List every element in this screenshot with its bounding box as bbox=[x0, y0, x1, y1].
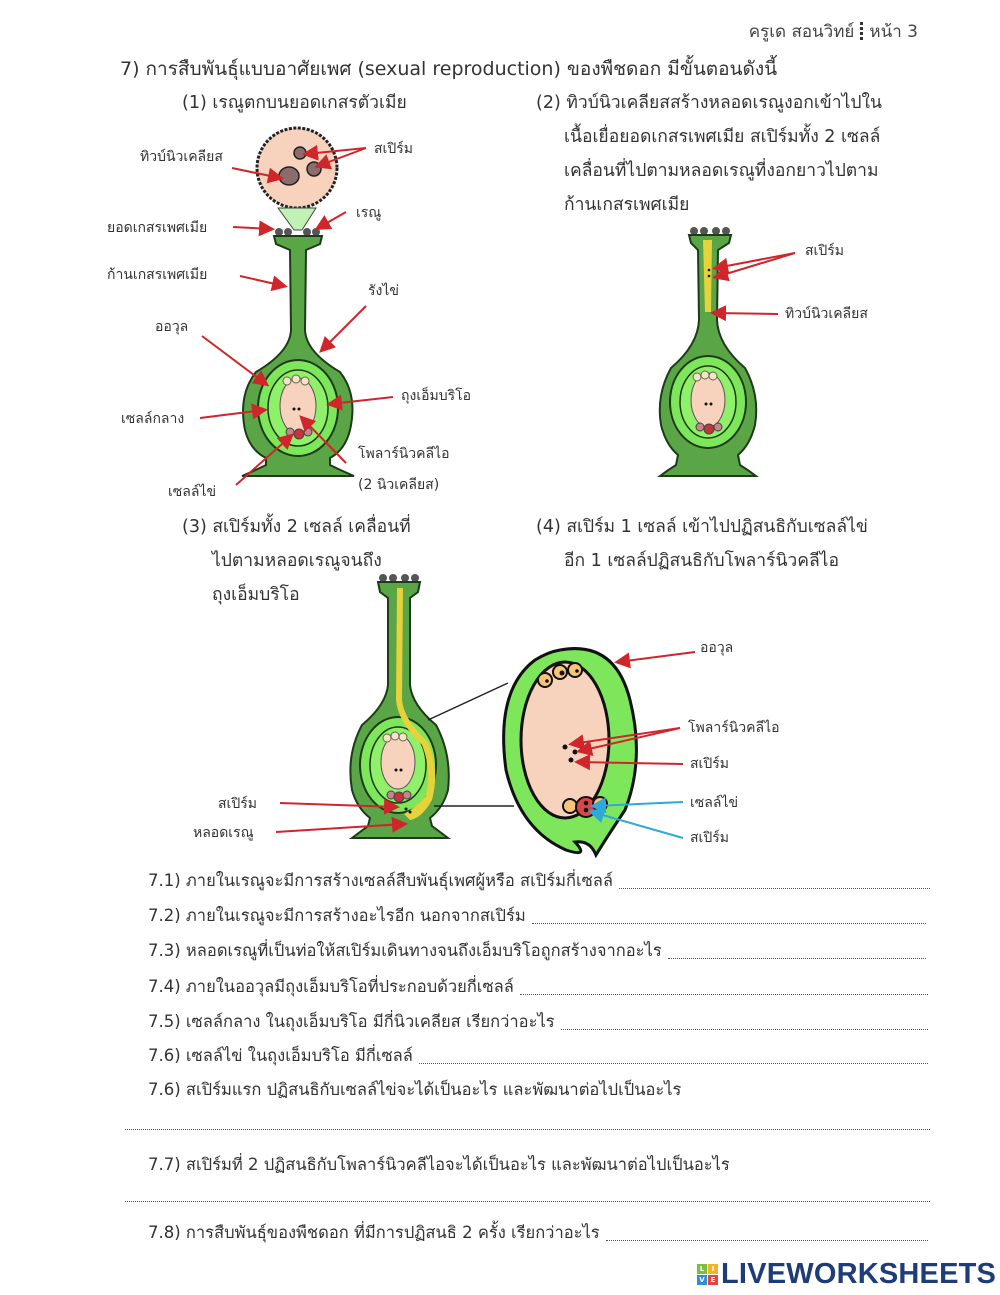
answer-field-7-8[interactable] bbox=[605, 1239, 928, 1241]
question-text: 7.1) ภายในเรณูจะมีการสร้างเซลล์สืบพันธุ์… bbox=[148, 871, 614, 890]
step-1-caption: (1) เรณูตกบนยอดเกสรตัวเมีย bbox=[182, 86, 407, 120]
section-title: 7) การสืบพันธุ์แบบอาศัยเพศ (sexual repro… bbox=[120, 58, 778, 80]
step-2-line: เคลื่อนที่ไปตามหลอดเรณูที่งอกยาวไปตาม bbox=[564, 161, 879, 181]
diagram-3-arrows bbox=[275, 798, 408, 833]
step-3-caption: (3) สเปิร์มทั้ง 2 เซลล์ เคลื่อนที่ ไปตาม… bbox=[182, 510, 411, 612]
label-tube-nucleus: ทิวบ์นิวเคลียส bbox=[140, 149, 223, 165]
diagram-4-blue-arrows bbox=[588, 797, 684, 839]
question-text: 7.6) สเปิร์มแรก ปฏิสนธิกับเซลล์ไข่จะได้เ… bbox=[148, 1080, 682, 1099]
step-4-line: (4) สเปิร์ม 1 เซลล์ เข้าไปปฏิสนธิกับเซลล… bbox=[536, 517, 868, 537]
label-embryo-sac: ถุงเอ็มบริโอ bbox=[401, 388, 472, 404]
header-divider bbox=[860, 22, 864, 40]
question-text: 7.4) ภายในออวุลมีถุงเอ็มบริโอที่ประกอบด้… bbox=[148, 977, 514, 996]
label-stigma: ยอดเกสรเพศเมีย bbox=[107, 220, 208, 236]
diagram-2-pistil bbox=[656, 227, 760, 477]
question-7-5: 7.5) เซลล์กลาง ในถุงเอ็มบริโอ มีกี่นิวเค… bbox=[148, 1009, 928, 1035]
label-polar-nuclei: โพลาร์นิวคลีไอ bbox=[358, 446, 450, 462]
logo-letter: L bbox=[697, 1264, 707, 1274]
step-3-line: ไปตามหลอดเรณูจนถึง bbox=[212, 551, 382, 571]
diagram-2-arrows bbox=[710, 252, 796, 322]
label-sperm: สเปิร์ม bbox=[805, 243, 844, 259]
question-7-3: 7.3) หลอดเรณูที่เป็นท่อให้สเปิร์มเดินทาง… bbox=[148, 938, 926, 964]
answer-field-7-1[interactable] bbox=[619, 887, 930, 889]
diagram-1-arrows bbox=[199, 144, 394, 486]
label-ovule: ออวุล bbox=[700, 640, 734, 656]
question-7-6a: 7.6) เซลล์ไข่ ในถุงเอ็มบริโอ มีกี่เซลล์ bbox=[148, 1043, 928, 1069]
label-sperm-2: สเปิร์ม bbox=[690, 830, 729, 846]
question-text: 7.2) ภายในเรณูจะมีการสร้างอะไรอีก นอกจาก… bbox=[148, 906, 526, 925]
answer-field-7-5[interactable] bbox=[560, 1028, 928, 1030]
label-egg-cell: เซลล์ไข่ bbox=[168, 484, 217, 500]
answer-field-7-6b[interactable] bbox=[125, 1128, 930, 1130]
answer-field-7-7[interactable] bbox=[125, 1200, 930, 1202]
question-text: 7.7) สเปิร์มที่ 2 ปฏิสนธิกับโพลาร์นิวคลี… bbox=[148, 1155, 730, 1174]
step-3-line: ถุงเอ็มบริโอ bbox=[212, 585, 300, 605]
label-ovary: รังไข่ bbox=[368, 283, 399, 299]
question-7-2: 7.2) ภายในเรณูจะมีการสร้างอะไรอีก นอกจาก… bbox=[148, 903, 926, 929]
page-number: หน้า 3 bbox=[869, 22, 918, 42]
answer-field-7-4[interactable] bbox=[519, 993, 928, 995]
label-central-cell: เซลล์กลาง bbox=[121, 411, 185, 427]
label-sperm: สเปิร์ม bbox=[218, 796, 257, 812]
logo-text: LIVEWORKSHEETS bbox=[721, 1258, 997, 1290]
answer-field-7-2[interactable] bbox=[531, 922, 926, 924]
question-text: 7.3) หลอดเรณูที่เป็นท่อให้สเปิร์มเดินทาง… bbox=[148, 941, 662, 960]
diagram-3-pistil bbox=[348, 574, 452, 839]
liveworksheets-logo[interactable]: L I V E LIVEWORKSHEETS bbox=[697, 1258, 996, 1291]
step-4-line: อีก 1 เซลล์ปฏิสนธิกับโพลาร์นิวคลีไอ bbox=[564, 551, 839, 571]
page-header: ครูเด สอนวิทย์ หน้า 3 bbox=[749, 18, 918, 45]
step-3-line: (3) สเปิร์มทั้ง 2 เซลล์ เคลื่อนที่ bbox=[182, 517, 411, 537]
label-sperm-1: สเปิร์ม bbox=[690, 756, 729, 772]
answer-field-7-3[interactable] bbox=[667, 957, 926, 959]
question-text: 7.8) การสืบพันธุ์ของพืชดอก ที่มีการปฏิสน… bbox=[148, 1223, 600, 1242]
step-2-caption: (2) ทิวบ์นิวเคลียสสร้างหลอดเรณูงอกเข้าไป… bbox=[536, 86, 882, 222]
label-style: ก้านเกสรเพศเมีย bbox=[107, 267, 208, 283]
label-tube-nucleus: ทิวบ์นิวเคลียส bbox=[785, 306, 868, 322]
label-egg-cell: เซลล์ไข่ bbox=[690, 795, 739, 811]
diagram-1-pistil bbox=[241, 126, 355, 477]
label-polar-nuclei-note: (2 นิวเคลียส) bbox=[358, 477, 440, 493]
step-2-line: ก้านเกสรเพศเมีย bbox=[564, 195, 690, 215]
logo-blocks-icon: L I V E bbox=[697, 1264, 718, 1285]
question-7-8: 7.8) การสืบพันธุ์ของพืชดอก ที่มีการปฏิสน… bbox=[148, 1220, 928, 1246]
answer-field-7-6a[interactable] bbox=[418, 1062, 928, 1064]
question-7-1: 7.1) ภายในเรณูจะมีการสร้างเซลล์สืบพันธุ์… bbox=[148, 868, 930, 894]
step-2-line: (2) ทิวบ์นิวเคลียสสร้างหลอดเรณูงอกเข้าไป… bbox=[536, 93, 883, 113]
logo-letter: I bbox=[708, 1264, 718, 1274]
author-name: ครูเด สอนวิทย์ bbox=[748, 22, 855, 42]
label-pollen-tube: หลอดเรณู bbox=[193, 825, 254, 841]
logo-letter: E bbox=[708, 1275, 718, 1285]
question-text: 7.5) เซลล์กลาง ในถุงเอ็มบริโอ มีกี่นิวเค… bbox=[148, 1012, 555, 1031]
logo-letter: V bbox=[697, 1275, 707, 1285]
flower-reproduction-diagrams bbox=[199, 126, 796, 859]
label-ovule: ออวุล bbox=[155, 319, 189, 335]
question-7-4: 7.4) ภายในออวุลมีถุงเอ็มบริโอที่ประกอบด้… bbox=[148, 974, 928, 1000]
diagram-4-ovule bbox=[502, 647, 638, 859]
question-7-7: 7.7) สเปิร์มที่ 2 ปฏิสนธิกับโพลาร์นิวคลี… bbox=[148, 1152, 730, 1178]
label-pollen: เรณู bbox=[356, 205, 382, 221]
step-1-line: (1) เรณูตกบนยอดเกสรตัวเมีย bbox=[182, 93, 407, 113]
diagram-4-arrows bbox=[568, 651, 696, 771]
question-7-6b: 7.6) สเปิร์มแรก ปฏิสนธิกับเซลล์ไข่จะได้เ… bbox=[148, 1077, 681, 1103]
question-text: 7.6) เซลล์ไข่ ในถุงเอ็มบริโอ มีกี่เซลล์ bbox=[148, 1046, 413, 1065]
label-polar-nuclei: โพลาร์นิวคลีไอ bbox=[688, 720, 780, 736]
step-4-caption: (4) สเปิร์ม 1 เซลล์ เข้าไปปฏิสนธิกับเซลล… bbox=[536, 510, 868, 578]
step-2-line: เนื้อเยื่อยอดเกสรเพศเมีย สเปิร์มทั้ง 2 เ… bbox=[564, 127, 881, 147]
label-sperm: สเปิร์ม bbox=[374, 141, 413, 157]
